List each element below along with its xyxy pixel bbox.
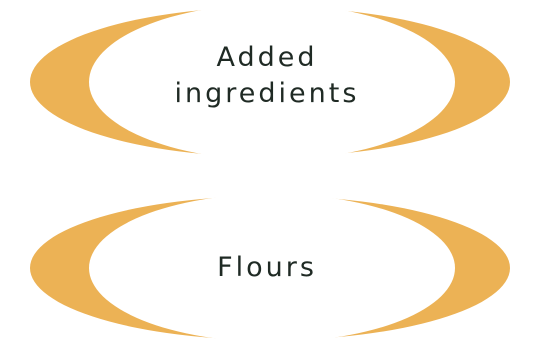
node-label-line-1: Flours [217,252,317,283]
node-added-ingredients: Added ingredients [0,0,534,170]
node-label-line-2: ingredients [174,78,360,109]
node-flours: Flours [0,190,534,351]
node-label-flours: Flours [0,250,534,286]
ring-inner-ellipse [89,4,455,160]
ring-shape-flours [30,194,510,342]
node-label-added-ingredients: Added ingredients [0,40,534,112]
ring-shape-added-ingredients [30,4,510,160]
node-label-line-1: Added [216,42,318,73]
ring-inner-ellipse [89,194,455,342]
